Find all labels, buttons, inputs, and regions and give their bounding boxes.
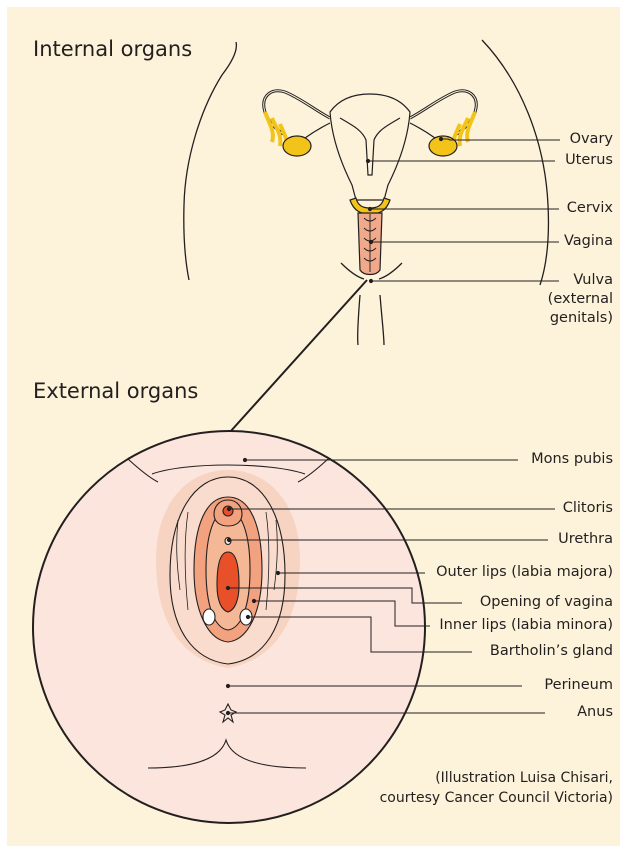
label-ovary: Ovary — [570, 131, 613, 148]
label-vulva: Vulva — [573, 272, 613, 289]
label-cervix: Cervix — [567, 200, 613, 217]
label-urethra: Urethra — [558, 531, 613, 548]
vaginal-opening — [217, 552, 239, 612]
label-uterus: Uterus — [565, 152, 613, 169]
label-mons-pubis: Mons pubis — [531, 451, 613, 468]
label-opening-of-vagina: Opening of vagina — [480, 594, 613, 611]
label-bartholins-gland: Bartholin’s gland — [490, 643, 613, 660]
label-vulva-line3: genitals) — [550, 310, 613, 327]
illustration-credit: (Illustration Luisa Chisari, courtesy Ca… — [313, 768, 613, 808]
ovary-left — [283, 136, 311, 156]
bartholins-gland-left — [203, 609, 215, 625]
label-clitoris: Clitoris — [563, 500, 613, 517]
internal-organs-heading: Internal organs — [33, 36, 192, 62]
external-organs-heading: External organs — [33, 378, 198, 404]
label-vulva-line2: (external — [548, 291, 613, 308]
uterus-diagram — [264, 91, 477, 275]
label-anus: Anus — [577, 704, 613, 721]
label-perineum: Perineum — [544, 677, 613, 694]
uterus — [330, 94, 410, 200]
label-vagina: Vagina — [564, 233, 613, 250]
credit-line-2: courtesy Cancer Council Victoria) — [313, 788, 613, 808]
label-inner-lips: Inner lips (labia minora) — [439, 617, 613, 634]
zoom-connector — [230, 280, 367, 432]
label-outer-lips: Outer lips (labia majora) — [436, 564, 613, 581]
credit-line-1: (Illustration Luisa Chisari, — [313, 768, 613, 788]
